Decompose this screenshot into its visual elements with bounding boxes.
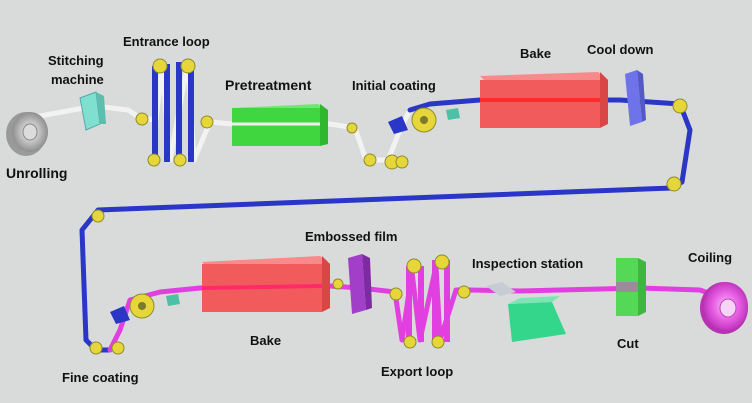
label-initial-coating: Initial coating	[352, 78, 436, 93]
label-pretreatment: Pretreatment	[225, 77, 312, 93]
label-bake-bottom: Bake	[250, 333, 281, 348]
label-stitching-machine-line2: machine	[51, 72, 104, 87]
coiling-coil	[700, 282, 748, 334]
initial-coating-station	[346, 107, 460, 170]
label-cut: Cut	[617, 336, 639, 351]
entrance-loop	[135, 58, 214, 167]
label-unrolling: Unrolling	[6, 165, 67, 181]
bake-oven-bottom	[201, 256, 330, 312]
bake-oven-top	[480, 72, 608, 128]
label-coiling: Coiling	[688, 250, 732, 265]
label-inspection-station: Inspection station	[472, 256, 583, 271]
embossing-unit	[332, 254, 403, 314]
label-export-loop: Export loop	[381, 364, 453, 379]
label-entrance-loop: Entrance loop	[123, 34, 210, 49]
stitching-machine	[79, 91, 106, 131]
roller-icon	[346, 122, 409, 170]
label-fine-coating: Fine coating	[62, 370, 139, 385]
label-embossed-film: Embossed film	[305, 229, 397, 244]
roller-icon	[403, 254, 471, 349]
pretreatment-tank	[232, 104, 328, 146]
inspection-station	[486, 282, 566, 342]
fine-coating-station	[89, 293, 180, 355]
unrolling-coil	[6, 112, 48, 156]
roller-icon	[91, 98, 688, 223]
label-cool-down: Cool down	[587, 42, 653, 57]
cutter-unit	[616, 258, 646, 316]
roller-icon	[135, 58, 214, 167]
coating-roll-icon	[411, 107, 437, 133]
export-loop	[403, 254, 471, 349]
roller-icon	[89, 341, 125, 355]
coating-roll-icon	[129, 293, 155, 319]
label-bake-top: Bake	[520, 46, 551, 61]
roller-icon	[332, 278, 403, 301]
cool-down-unit	[625, 70, 646, 126]
label-stitching-machine-line1: Stitching	[48, 53, 104, 68]
